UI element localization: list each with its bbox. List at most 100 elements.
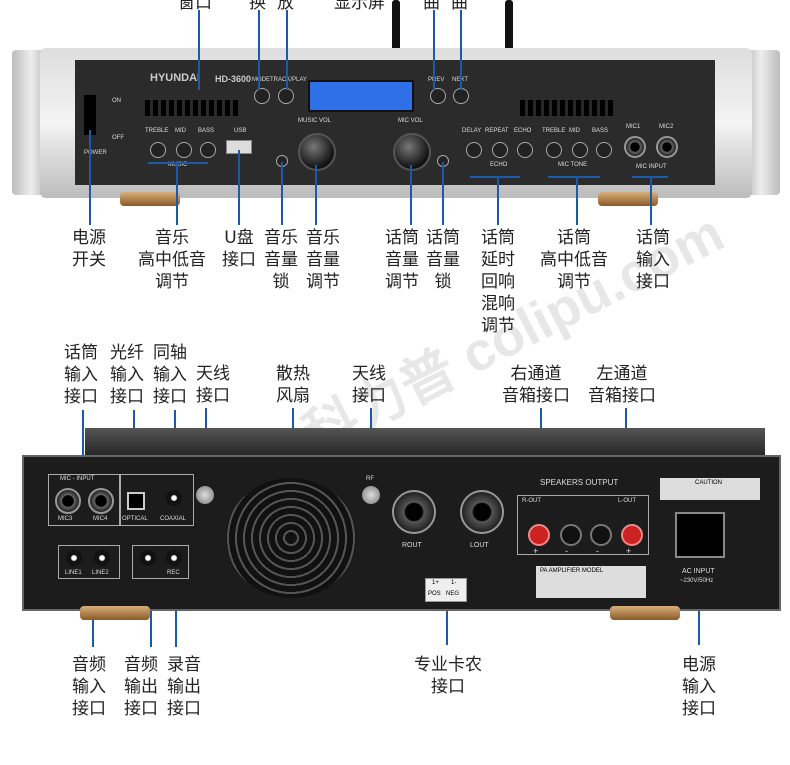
music-volume-knob[interactable]	[298, 133, 336, 171]
lout-text: LOUT	[470, 542, 489, 549]
mic1-jack[interactable]	[624, 136, 646, 158]
label-music-lock: 音乐 音量 锁	[264, 228, 298, 292]
optical-port[interactable]	[127, 492, 145, 510]
label-music-eq: 音乐 高中低音 调节	[138, 228, 206, 292]
rf-text: RF	[366, 476, 374, 482]
next-button[interactable]	[453, 88, 469, 104]
line-mic-in	[650, 176, 652, 225]
line-echo-bar	[470, 176, 520, 178]
label-track-prev: 曲	[423, 0, 440, 13]
power-switch[interactable]	[84, 95, 96, 135]
spec-plate	[536, 566, 646, 598]
ac-input-socket[interactable]	[675, 512, 725, 558]
label-mic-eq: 话筒 高中低音 调节	[540, 228, 608, 292]
off-text: OFF	[112, 135, 124, 141]
l-out-minus[interactable]	[590, 524, 612, 546]
r-out-minus[interactable]	[560, 524, 582, 546]
coaxial-text: COAXIAL	[160, 516, 187, 522]
r-out-plus[interactable]	[528, 524, 550, 546]
delay-text: DELAY	[462, 128, 482, 134]
minus-text-1: -	[565, 546, 568, 556]
line-mic-vol	[410, 165, 412, 225]
line-audio-out	[150, 585, 152, 647]
neg-text: NEG	[446, 591, 460, 597]
speakers-output-text: SPEAKERS OUTPUT	[540, 478, 619, 487]
line-in-box	[58, 545, 120, 579]
repeat-knob[interactable]	[492, 142, 508, 158]
label-mic-input: 话筒 输入 接口	[636, 228, 670, 292]
antenna-right	[505, 0, 513, 80]
line-window	[198, 10, 200, 90]
music-treble-knob[interactable]	[150, 142, 166, 158]
label-power-in: 电源 输入 接口	[682, 655, 716, 719]
label-mic-lock: 话筒 音量 锁	[426, 228, 460, 292]
line-music-vol	[315, 165, 317, 225]
model: HD-3600	[215, 74, 252, 84]
pos-neg-label	[425, 578, 467, 602]
label-coaxial: 同轴 输入 接口	[153, 343, 187, 407]
antenna-port-1[interactable]	[196, 486, 214, 504]
lcd-display	[308, 80, 414, 112]
foot-front-left	[120, 192, 180, 206]
music-vol-text: MUSIC VOL	[298, 118, 332, 124]
optical-text: OPTICAL	[122, 516, 148, 522]
foot-rear-left	[80, 606, 150, 620]
mid-text: MID	[175, 128, 186, 134]
caution-plate	[660, 478, 760, 500]
label-audio-out: 音频 输出 接口	[124, 655, 158, 719]
line2-rca[interactable]	[94, 550, 110, 566]
mic-treble-knob[interactable]	[546, 142, 562, 158]
mic4-jack[interactable]	[88, 488, 114, 514]
line-usb	[238, 150, 240, 225]
mic3-text: MIC3	[58, 516, 73, 522]
label-rear-mic-input: 话筒 输入 接口	[64, 343, 98, 407]
line-mic-eq	[576, 176, 578, 225]
pos-text: POS	[428, 591, 441, 597]
vent-left	[145, 100, 240, 116]
line-music-lock	[281, 162, 283, 225]
coaxial-port[interactable]	[166, 490, 182, 506]
echo-knob[interactable]	[517, 142, 533, 158]
mic2-jack[interactable]	[656, 136, 678, 158]
line-next	[460, 10, 462, 90]
mode-text: MODE	[252, 77, 270, 83]
delay-knob[interactable]	[466, 142, 482, 158]
plus-text-2: +	[626, 546, 632, 556]
music-bass-knob[interactable]	[200, 142, 216, 158]
line1-rca[interactable]	[66, 550, 82, 566]
caution-text: CAUTION	[695, 480, 722, 486]
music-mid-knob[interactable]	[176, 142, 192, 158]
mic-mid-knob[interactable]	[572, 142, 588, 158]
mode-button[interactable]	[254, 88, 270, 104]
rec-rca[interactable]	[166, 550, 182, 566]
line-music-eq-bar	[148, 162, 208, 164]
line1-text: LINE1	[65, 570, 82, 576]
mic3-jack[interactable]	[55, 488, 81, 514]
usb-text: USB	[234, 128, 247, 134]
mic-bass-knob[interactable]	[596, 142, 612, 158]
prev-button[interactable]	[430, 88, 446, 104]
label-display: 显示屏	[334, 0, 385, 13]
mic-input-text: MIC INPUT	[636, 164, 667, 170]
on-text: ON	[112, 98, 121, 104]
l-out-plus[interactable]	[621, 524, 643, 546]
line-rear-mic	[82, 410, 84, 482]
line-out-rca[interactable]	[140, 550, 156, 566]
speakon-lout[interactable]	[460, 490, 504, 534]
speaker-terminal-box	[517, 495, 649, 555]
speakon-rout[interactable]	[392, 490, 436, 534]
label-usb: U盘 接口	[222, 228, 256, 270]
label-antenna2: 天线 接口	[352, 364, 386, 406]
line-power	[89, 130, 91, 225]
rear-top-cover	[85, 428, 765, 458]
play-button[interactable]	[278, 88, 294, 104]
mic-bass-text: BASS	[592, 128, 609, 134]
rout-text: ROUT	[402, 542, 422, 549]
line-mic-eq-bar	[548, 176, 600, 178]
antenna-port-2[interactable]	[362, 486, 380, 504]
label-echo: 话筒 延时 回响 混响 调节	[481, 228, 515, 336]
line-out-box	[132, 545, 189, 579]
mic-vol-text: MIC VOL	[398, 118, 423, 124]
repeat-text: REPEAT	[485, 128, 509, 134]
mic-volume-knob[interactable]	[393, 133, 431, 171]
